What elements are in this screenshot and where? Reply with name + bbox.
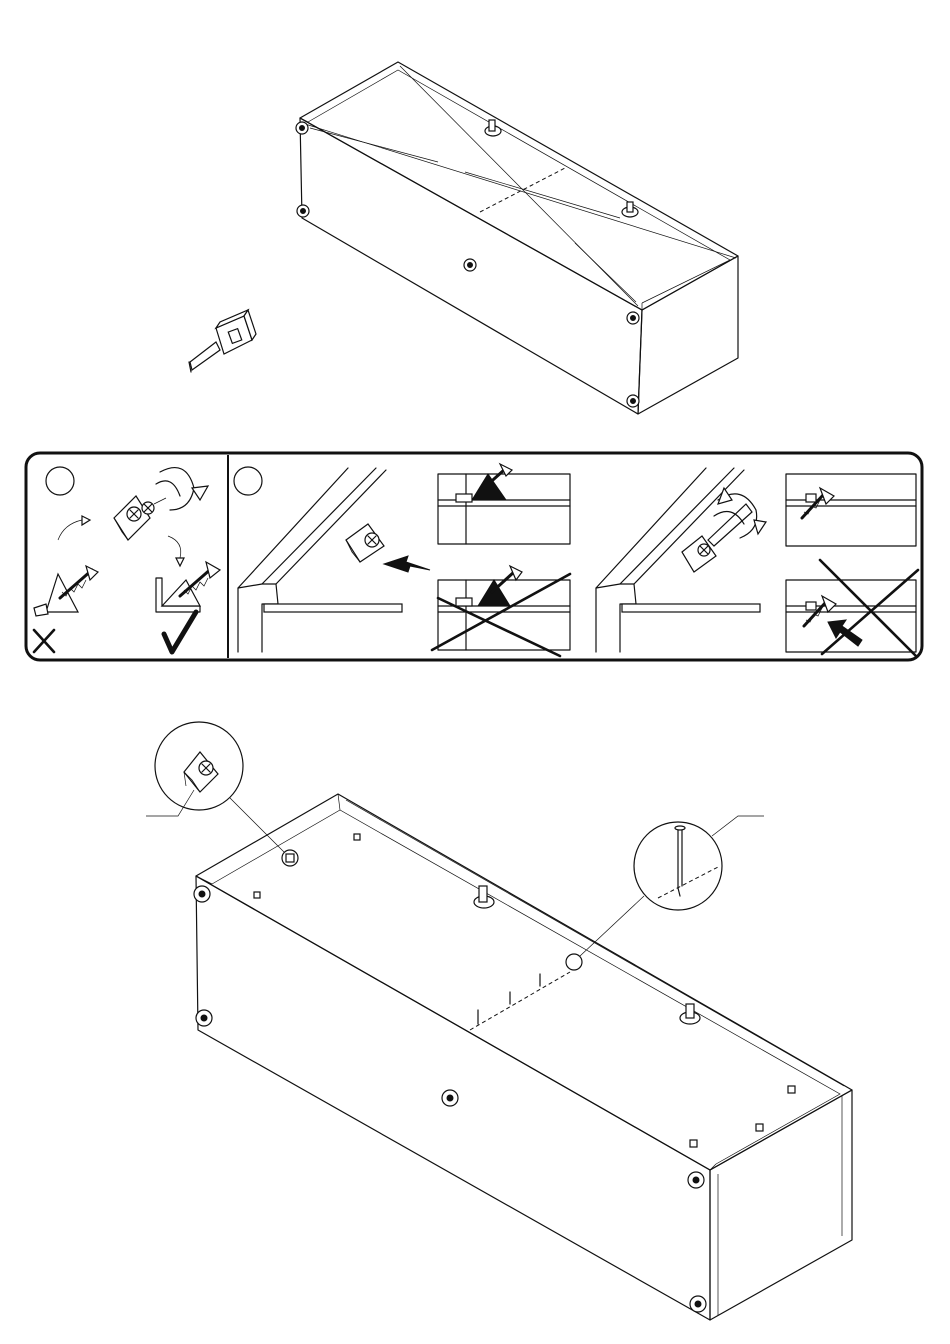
screw-depth-detail: [786, 474, 916, 546]
cam-lock-icon: [296, 122, 639, 407]
cabinet-top-view: [189, 62, 738, 414]
instruction-panel: [26, 453, 922, 660]
corner-bracket-icon: [346, 524, 384, 562]
cabinet-bottom-view: [146, 722, 852, 1320]
corner-bracket-icon: [254, 834, 795, 1147]
wrong-screw-icon: [34, 566, 98, 616]
bracket-zoom-callout: [146, 722, 298, 866]
cam-lock-icon: [194, 886, 706, 1312]
nail-zoom-callout: [566, 816, 764, 970]
check-mark-icon: [164, 612, 196, 652]
correct-screw-icon: [156, 562, 220, 612]
rotate-arrow-icon: [156, 468, 208, 510]
cross-mark-icon: [432, 574, 570, 656]
tape-measure-icon: [189, 310, 256, 372]
cross-mark-icon: [820, 560, 918, 656]
cross-mark-icon: [34, 630, 54, 652]
dowel-hole-icon: [485, 120, 638, 217]
dowel-hole-icon: [474, 886, 700, 1024]
step-circle: [234, 467, 262, 495]
screw-depth-detail: [438, 464, 570, 544]
corner-bracket-icon: [114, 496, 166, 540]
screwdriver-rotate-icon: [708, 488, 766, 546]
nail-icon: [478, 974, 540, 1024]
push-arrow-icon: [384, 556, 430, 572]
step-circle: [46, 467, 74, 495]
step-2-panel: [234, 464, 918, 656]
step-1-panel: [34, 467, 220, 652]
